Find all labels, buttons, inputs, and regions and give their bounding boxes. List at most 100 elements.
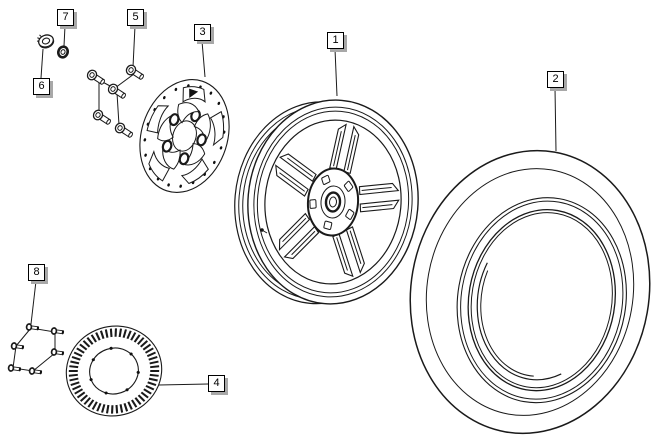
tone-ring-tooth (119, 404, 124, 413)
tone-ring-hole (129, 352, 133, 356)
tone-ring-tooth (96, 402, 102, 412)
part-callout-8[interactable]: 8 (28, 264, 45, 281)
pan-screw-icon (50, 347, 66, 358)
tone-ring-tooth (105, 404, 110, 414)
axle-hole (328, 196, 338, 208)
leader-2 (554, 87, 557, 152)
disc-drill-hole (179, 184, 182, 188)
nut-bore (41, 37, 51, 45)
disc-drill-hole (213, 160, 216, 165)
tone-ring-tooth (126, 330, 132, 340)
part-callout-1[interactable]: 1 (327, 32, 344, 49)
disc-drill-hole (219, 146, 223, 150)
tire-drawing (409, 149, 651, 435)
disc-drill-hole (167, 183, 170, 187)
tone-ring-tooth (79, 343, 88, 351)
tone-ring-tooth (122, 329, 127, 338)
part-callout-4[interactable]: 4 (208, 375, 225, 392)
tone-ring-tooth (70, 360, 80, 365)
tone-ring-tooth (127, 401, 133, 410)
tone-ring-hole (89, 378, 93, 382)
part-number-label: 3 (199, 26, 206, 38)
tone-ring-tooth (150, 370, 160, 373)
socket-bolt-icon (112, 120, 136, 141)
tone-ring-tooth (143, 388, 152, 395)
tone-ring-tooth (140, 391, 149, 399)
hub-tab (321, 175, 330, 185)
pan-screw-icon (50, 326, 66, 337)
tone-ring-tooth (91, 401, 98, 410)
spoke (275, 214, 318, 263)
socket-bolt-icon (90, 107, 114, 128)
hub-tab (345, 209, 354, 220)
washer-ring (56, 45, 70, 59)
spokes (264, 117, 407, 283)
disc-drill-hole (174, 87, 178, 92)
tone-ring-tooth (149, 373, 159, 377)
tone-ring-tooth (115, 404, 119, 414)
tone-ring-tooth (79, 394, 88, 402)
tone-ring-tooth (123, 402, 129, 412)
tone-ring-drawing (55, 314, 174, 429)
tone-ring-tooth (69, 365, 79, 369)
part-number-label: 6 (38, 80, 45, 92)
tone-ring-tooth (146, 351, 156, 358)
washer-drawing (56, 45, 70, 59)
wheel-drawing (234, 99, 419, 305)
disc-bolt-boss (178, 152, 189, 165)
disc-drill-hole (163, 95, 166, 100)
tone-ring-tooth (145, 384, 155, 391)
part-number-label: 5 (132, 11, 139, 23)
tone-ring-tooth (114, 328, 117, 337)
disc-cutout (208, 111, 225, 145)
tone-ring-hole (104, 391, 108, 395)
tire-bead (456, 197, 627, 404)
tone-ring-tooth (137, 337, 145, 345)
tone-ring-tooth (131, 399, 138, 408)
disc-drill-hole (143, 138, 147, 142)
pan-screw-icon (25, 322, 41, 333)
leader-4 (158, 383, 209, 386)
leader-lines (30, 25, 557, 386)
tone-ring-tooth (95, 332, 101, 341)
spoke (272, 151, 316, 196)
part-callout-7[interactable]: 7 (57, 9, 74, 26)
tone-ring-tooth (76, 347, 85, 354)
tone-ring-tooth (90, 334, 97, 343)
tone-ring-tooth (68, 373, 78, 377)
tone-ring-screws-drawing (7, 322, 66, 377)
leader-8 (30, 280, 37, 325)
tone-ring-tooth (99, 330, 105, 340)
tone-ring-tooth (137, 394, 146, 402)
flanged-nut-drawing (36, 34, 55, 49)
tone-ring-tooth (74, 388, 84, 395)
brake-disc-drawing (126, 68, 243, 204)
disc-cutout (181, 157, 209, 186)
tone-ring-tooth (101, 404, 106, 413)
tone-ring-tooth (104, 329, 109, 338)
tone-ring-tooth (134, 397, 142, 405)
tone-ring-tooth (73, 351, 83, 358)
pan-screw-icon (7, 363, 23, 374)
part-callout-5[interactable]: 5 (127, 9, 144, 26)
leader-7 (63, 25, 66, 47)
tone-ring-tooth (140, 340, 149, 348)
tone-ring-tooth (70, 381, 80, 386)
part-callout-3[interactable]: 3 (194, 24, 211, 41)
tone-ring-tooth (150, 365, 160, 369)
tone-ring-tooth (111, 405, 114, 414)
part-number-label: 1 (332, 34, 339, 46)
part-callout-6[interactable]: 6 (33, 78, 50, 95)
part-callout-2[interactable]: 2 (547, 71, 564, 88)
tone-ring-hole (125, 388, 129, 392)
tone-ring-tooth (142, 343, 152, 351)
hub-tabs (307, 174, 357, 232)
tone-ring-tooth (118, 328, 123, 338)
disc-bolts-drawing (84, 62, 147, 141)
tone-ring-tooth (69, 377, 79, 382)
leader-5 (132, 25, 136, 68)
leader-6 (40, 48, 44, 79)
tone-ring-tooth (144, 347, 154, 354)
tire-outer (409, 149, 651, 435)
